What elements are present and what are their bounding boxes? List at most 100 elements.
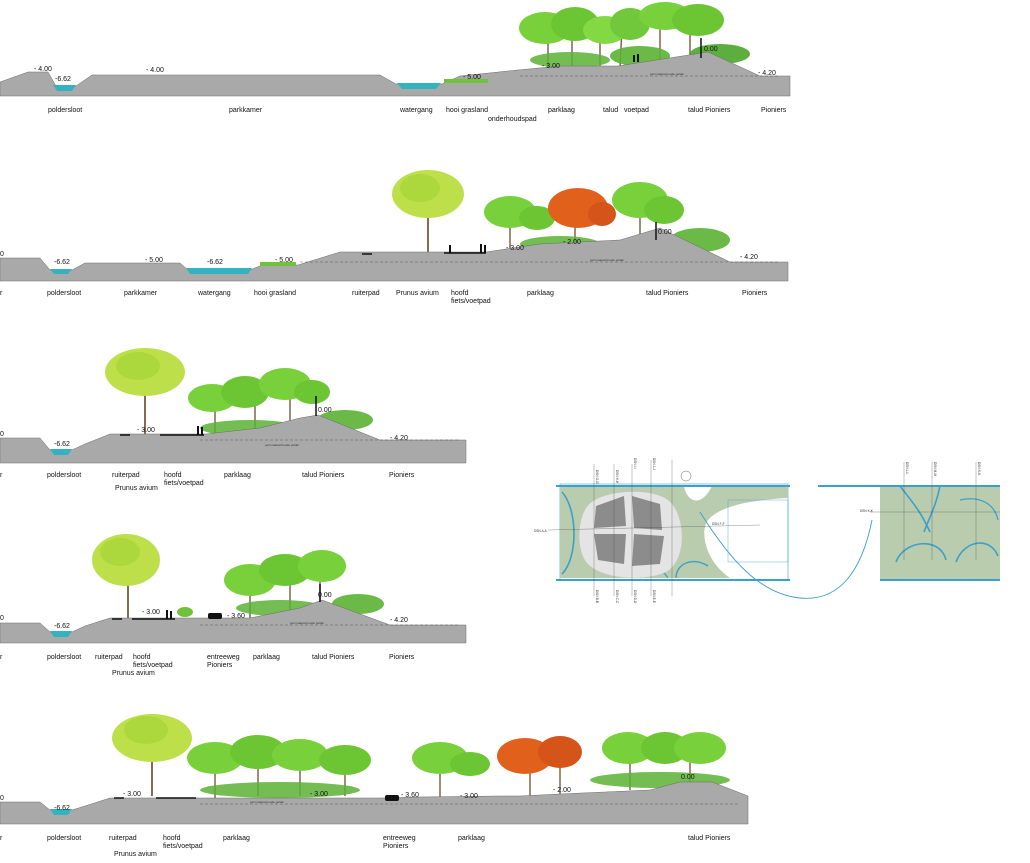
plan-right-curve-e bbox=[959, 498, 999, 521]
plan-marker-circle bbox=[680, 470, 692, 482]
elevation-label: - 4.20 bbox=[740, 254, 758, 261]
plan-plaza-quad-1 bbox=[594, 496, 626, 528]
section-4-ground bbox=[0, 599, 467, 644]
zone-label: entreeweg bbox=[207, 654, 240, 661]
elevation-label: 0 bbox=[0, 251, 4, 258]
section-3-datum-note: peil maaiveld oude polder bbox=[265, 443, 299, 447]
plan-right-curve-c bbox=[895, 542, 947, 563]
elevation-label: 0 bbox=[0, 431, 4, 438]
zone-label: hooi grasland bbox=[446, 107, 488, 114]
zone-label: hoofd bbox=[163, 835, 181, 842]
zone-label: ruiterpad bbox=[112, 472, 140, 479]
plan-plaza-quad-3 bbox=[594, 534, 626, 564]
section-2-people bbox=[449, 244, 486, 253]
zone-label: parklaag bbox=[458, 835, 485, 842]
section-4-elevations: 0 -6.62 - 3.00 - 3.60 0.00 - 4.20 bbox=[0, 592, 408, 630]
elevation-label: 0.00 bbox=[318, 407, 332, 414]
plan-section-cuts bbox=[547, 460, 1000, 596]
section-marker-label: DSN N-N bbox=[977, 462, 981, 476]
section-1-labels: poldersloot parkkamer watergang hooi gra… bbox=[48, 107, 787, 123]
zone-label: hooi grasland bbox=[254, 290, 296, 297]
section-2-datum-note: peil maaiveld oude polder bbox=[590, 258, 624, 262]
section-2-elevations: 0 -6.62 - 5.00 -6.62 - 5.00 - 3.00 - 2.0… bbox=[0, 229, 758, 266]
zone-label: r bbox=[0, 290, 3, 297]
zone-label: r bbox=[0, 654, 3, 661]
zone-label: Pioniers bbox=[742, 290, 768, 297]
section-1-water-poldersloot bbox=[53, 85, 76, 91]
section-4: peil maaiveld oude polder 0 -6.62 - 3.00… bbox=[0, 534, 467, 677]
elevation-label: 0.00 bbox=[704, 46, 718, 53]
elevation-label: - 4.20 bbox=[390, 617, 408, 624]
zone-label: parklaag bbox=[548, 107, 575, 114]
site-plan: DSN G-G DSN H-H DSN I-I DSN J-J DSN A-A … bbox=[534, 458, 1000, 604]
section-1-people bbox=[633, 54, 639, 62]
elevation-label: 0 bbox=[0, 615, 4, 622]
zone-label: poldersloot bbox=[48, 107, 82, 114]
zone-label: poldersloot bbox=[47, 290, 81, 297]
elevation-label: - 4.20 bbox=[758, 70, 776, 77]
elevation-label: - 3.00 bbox=[506, 245, 524, 252]
elevation-label: - 3.60 bbox=[227, 613, 245, 620]
section-4-datum-note: peil maaiveld oude polder bbox=[290, 621, 324, 625]
section-2-water-poldersloot bbox=[50, 269, 72, 274]
elevation-label: - 5.00 bbox=[463, 74, 481, 81]
zone-label: fiets/voetpad bbox=[164, 480, 204, 487]
section-5-labels: r poldersloot ruiterpad Prunus avium hoo… bbox=[0, 835, 731, 858]
section-4-entreeweg-car bbox=[208, 613, 222, 619]
elevation-label: - 4.00 bbox=[34, 66, 52, 73]
tree-canopy bbox=[519, 2, 750, 70]
section-marker-label: DSN M-M bbox=[933, 462, 937, 476]
zone-label: parkkamer bbox=[124, 290, 158, 297]
zone-label: parklaag bbox=[253, 654, 280, 661]
section-marker-label: DSN I-I bbox=[633, 458, 637, 469]
plan-plaza-quad-2 bbox=[632, 496, 662, 530]
elevation-label: - 3.00 bbox=[142, 609, 160, 616]
zone-label: ruiterpad bbox=[352, 290, 380, 297]
zone-label: hoofd bbox=[164, 472, 182, 479]
section-4-vegetation bbox=[92, 534, 384, 618]
zone-label: fiets/voetpad bbox=[133, 662, 173, 669]
zone-label: talud Pioniers bbox=[312, 654, 355, 661]
elevation-label: 0.00 bbox=[658, 229, 672, 236]
zone-label: Pioniers bbox=[761, 107, 787, 114]
zone-label: ruiterpad bbox=[109, 835, 137, 842]
zone-label: watergang bbox=[399, 107, 433, 114]
zone-label: r bbox=[0, 835, 3, 842]
zone-label: r bbox=[0, 472, 3, 479]
section-1-water-watergang bbox=[397, 83, 441, 89]
section-marker-label: DSN A-A bbox=[534, 529, 548, 533]
zone-label: hoofd bbox=[133, 654, 151, 661]
plan-right-curve-a bbox=[899, 485, 931, 533]
section-2: peil maaiveld oude polder 0 -6.62 - 5.00… bbox=[0, 170, 789, 305]
zone-label: hoofd bbox=[451, 290, 469, 297]
zone-label: poldersloot bbox=[47, 472, 81, 479]
section-5-elevations: 0 -6.62 - 3.00 - 3.00 - 3.60 - 3.00 - 2.… bbox=[0, 774, 695, 812]
zone-label: parkkamer bbox=[229, 107, 263, 114]
plan-left-curve-a bbox=[561, 491, 575, 575]
zone-label: talud Pioniers bbox=[302, 472, 345, 479]
plan-section-markers: DSN G-G DSN H-H DSN I-I DSN J-J DSN A-A … bbox=[534, 458, 981, 604]
zone-label: parklaag bbox=[223, 835, 250, 842]
elevation-label: - 5.00 bbox=[145, 257, 163, 264]
zone-label: ruiterpad bbox=[95, 654, 123, 661]
elevation-label: - 3.60 bbox=[401, 792, 419, 799]
zone-label: Prunus avium bbox=[115, 485, 158, 492]
section-marker-label: DSN L-L bbox=[905, 462, 909, 474]
zone-label: onderhoudspad bbox=[488, 116, 537, 123]
plan-sweep-curve bbox=[699, 511, 873, 599]
section-5-ground bbox=[0, 781, 749, 825]
section-3-elevations: 0 -6.62 - 3.00 0.00 - 4.20 bbox=[0, 407, 408, 448]
section-5-datum-note: peil maaiveld oude polder bbox=[250, 800, 284, 804]
tree-orange bbox=[497, 738, 553, 774]
section-5-vegetation bbox=[112, 714, 730, 798]
elevation-label: - 2.00 bbox=[563, 239, 581, 246]
plan-right-curve-b bbox=[923, 485, 941, 533]
zone-label: talud Pioniers bbox=[646, 290, 689, 297]
section-4-people bbox=[166, 610, 172, 619]
plan-plaza-quad-4 bbox=[632, 534, 664, 566]
section-5-water-poldersloot bbox=[50, 809, 72, 815]
zone-label: parklaag bbox=[224, 472, 251, 479]
zone-label: poldersloot bbox=[47, 654, 81, 661]
elevation-label: - 3.00 bbox=[460, 793, 478, 800]
